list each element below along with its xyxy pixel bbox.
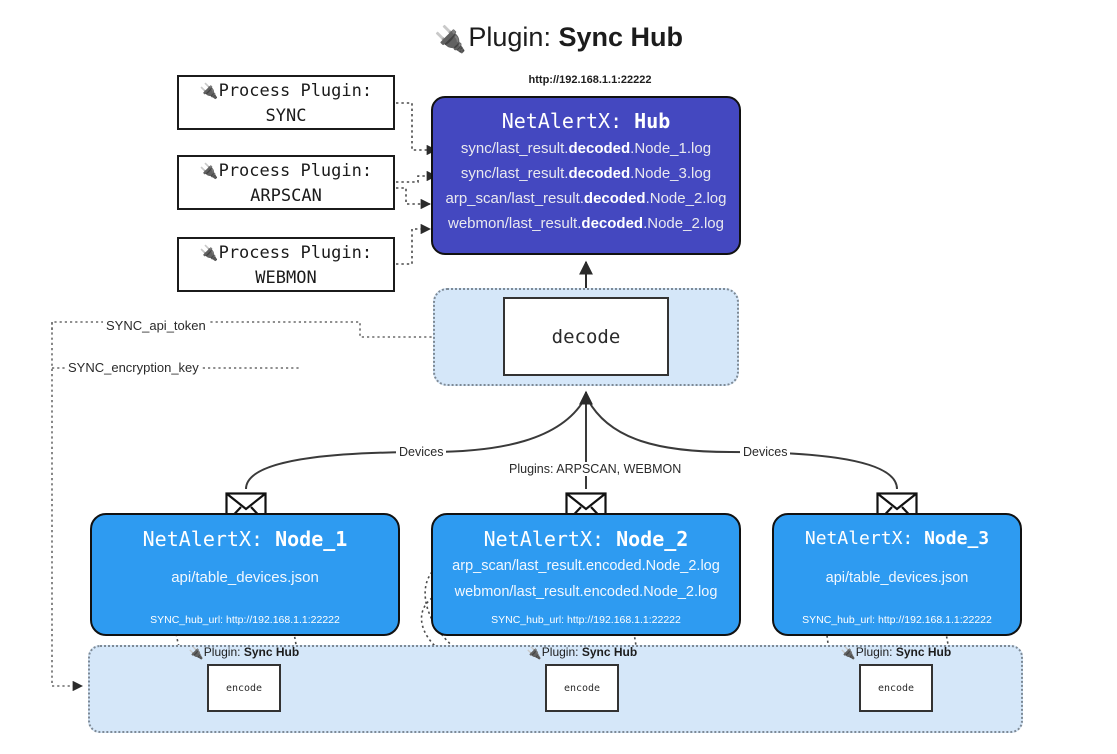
node-hub-url: SYNC_hub_url: http://192.168.1.1:22222 (150, 614, 340, 626)
plug-icon: 🔌 (840, 646, 856, 660)
node-1[interactable]: NetAlertX: Node_1 api/table_devices.json… (90, 513, 400, 636)
plug-icon: 🔌 (199, 162, 219, 180)
node-line: api/table_devices.json (171, 569, 319, 586)
hub-log-line: arp_scan/last_result.decoded.Node_2.log (445, 190, 727, 207)
node-title: NetAlertX: Node_2 (483, 527, 689, 551)
hub-log-line: sync/last_result.decoded.Node_3.log (460, 165, 712, 182)
decode-box[interactable]: decode (503, 297, 669, 376)
process-plugin-name: ARPSCAN (250, 186, 322, 206)
node-hub-url: SYNC_hub_url: http://192.168.1.1:22222 (802, 614, 992, 626)
node-title: NetAlertX: Node_1 (142, 527, 348, 551)
node-title: NetAlertX: Node_3 (804, 528, 990, 549)
encode-plugin-label: 🔌Plugin: Sync Hub (188, 645, 300, 660)
edge-label-devices-left: Devices (396, 445, 447, 459)
node-line: webmon/last_result.encoded.Node_2.log (454, 584, 718, 600)
hub-url-label: http://192.168.1.1:22222 (528, 74, 652, 86)
encode-plugin-label: 🔌Plugin: Sync Hub (526, 645, 638, 660)
process-plugin-name: WEBMON (255, 268, 317, 288)
edge-label-plugins: Plugins: ARPSCAN, WEBMON (506, 462, 685, 476)
edge-label-devices-right: Devices (740, 445, 791, 459)
process-plugin-line1: 🔌Process Plugin: (199, 81, 373, 101)
process-plugin-name: SYNC (265, 106, 307, 126)
page-title-prefix: Plugin: (468, 22, 559, 52)
node-2[interactable]: NetAlertX: Node_2 arp_scan/last_result.e… (431, 513, 741, 636)
plug-icon: 🔌 (434, 24, 467, 54)
plug-icon: 🔌 (199, 244, 219, 262)
process-plugin-sync[interactable]: 🔌Process Plugin: SYNC (177, 75, 395, 130)
encode-plugin-label: 🔌Plugin: Sync Hub (840, 645, 952, 660)
encode-box[interactable]: encode (859, 664, 933, 712)
node-3[interactable]: NetAlertX: Node_3 api/table_devices.json… (772, 513, 1022, 636)
process-plugin-arpscan[interactable]: 🔌Process Plugin: ARPSCAN (177, 155, 395, 210)
hub-log-line: sync/last_result.decoded.Node_1.log (460, 140, 712, 157)
page-title-name: Sync Hub (558, 22, 683, 52)
node-hub-url: SYNC_hub_url: http://192.168.1.1:22222 (491, 614, 681, 626)
process-plugin-webmon[interactable]: 🔌Process Plugin: WEBMON (177, 237, 395, 292)
node-line: arp_scan/last_result.encoded.Node_2.log (452, 558, 720, 574)
process-plugin-line1: 🔌Process Plugin: (199, 243, 373, 263)
plug-icon: 🔌 (526, 646, 542, 660)
node-line: api/table_devices.json (825, 570, 969, 586)
plug-icon: 🔌 (188, 646, 204, 660)
hub-node[interactable]: NetAlertX: Hub sync/last_result.decoded.… (431, 96, 741, 255)
hub-log-line: webmon/last_result.decoded.Node_2.log (448, 215, 724, 232)
encode-box[interactable]: encode (207, 664, 281, 712)
plug-icon: 🔌 (199, 82, 219, 100)
hub-title: NetAlertX: Hub (501, 109, 671, 133)
encode-box[interactable]: encode (545, 664, 619, 712)
label-sync-api-token: SYNC_api_token (103, 318, 209, 333)
page-title: 🔌Plugin: Sync Hub (0, 16, 1117, 60)
label-sync-encryption-key: SYNC_encryption_key (65, 360, 202, 375)
process-plugin-line1: 🔌Process Plugin: (199, 161, 373, 181)
